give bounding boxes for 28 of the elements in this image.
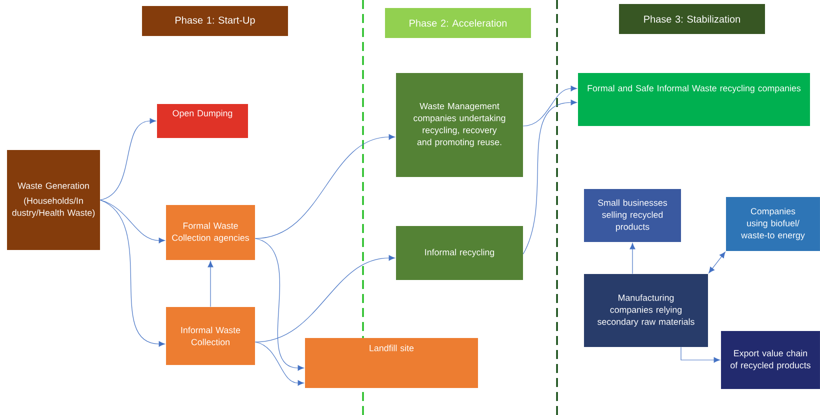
- process-box: Informal Waste Collection: [166, 307, 255, 365]
- arrow: [208, 260, 214, 308]
- process-box: Informal recycling: [396, 226, 523, 280]
- arrow: [708, 252, 726, 274]
- process-box: Small businesses selling recycled products: [584, 189, 681, 242]
- process-box: Export value chain of recycled products: [721, 331, 820, 389]
- arrow: [680, 346, 720, 363]
- arrow: [254, 255, 395, 342]
- process-box: Manufacturing companies relying secondary raw materials: [584, 274, 708, 347]
- arrow: [100, 200, 166, 347]
- process-box: Waste Management companies undertaking recycling, recovery and promoting reuse.: [396, 73, 523, 177]
- arrow: [254, 134, 395, 239]
- process-box: Formal and Safe Informal Waste recycling companies: [578, 73, 810, 126]
- process-box: Open Dumping: [157, 104, 248, 138]
- process-box: Landfill site: [305, 338, 478, 388]
- arrow: [100, 200, 166, 244]
- arrow: [522, 86, 577, 126]
- process-box: Companies using biofuel/ waste-to energy: [726, 197, 820, 251]
- arrow: [630, 242, 636, 274]
- phase-header: Phase 3: Stabilization: [619, 4, 765, 34]
- phase-header: Phase 2: Acceleration: [385, 8, 531, 38]
- process-box: Formal Waste Collection agencies: [166, 205, 255, 260]
- arrow: [100, 118, 156, 200]
- arrow: [254, 342, 304, 386]
- process-box: Waste Generation (Households/In dustry/Health Waste): [7, 150, 100, 250]
- phase-header: Phase 1: Start-Up: [142, 6, 288, 36]
- arrow: [254, 238, 304, 371]
- arrow: [522, 100, 577, 254]
